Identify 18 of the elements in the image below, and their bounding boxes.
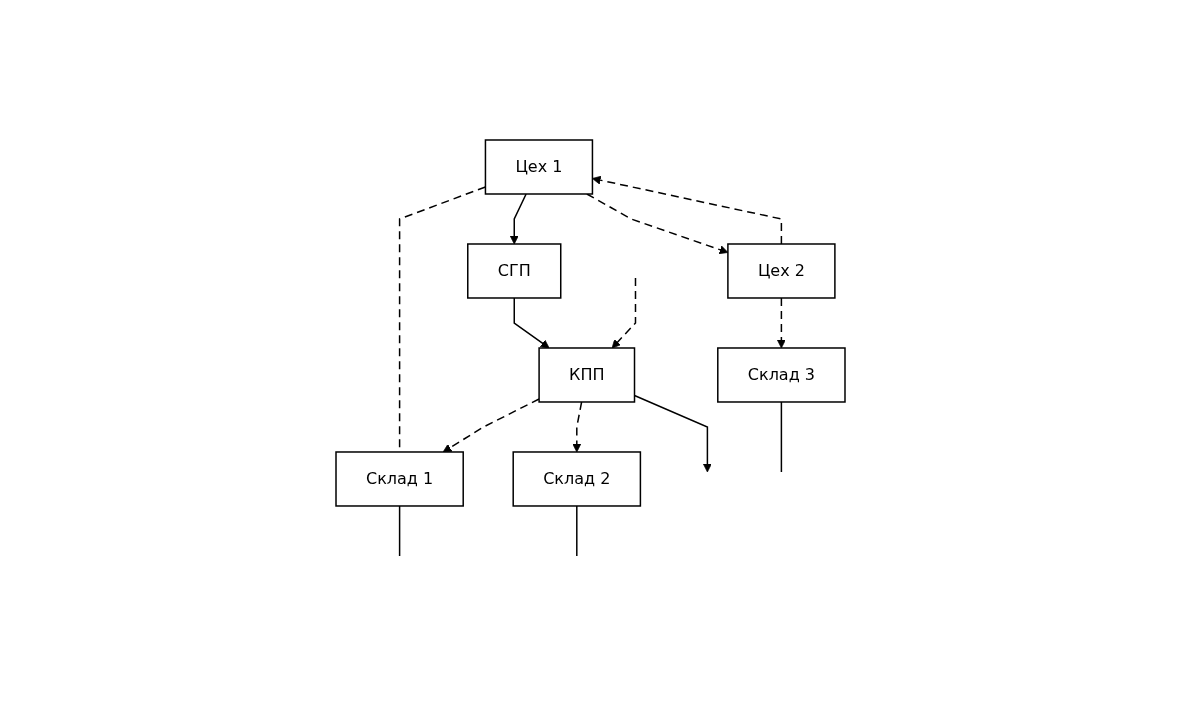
connector-line xyxy=(513,296,550,348)
connector-line xyxy=(442,397,540,452)
connector-line xyxy=(611,276,636,348)
process-box: Цех 2 xyxy=(726,242,836,299)
process-box: КПП xyxy=(537,346,635,403)
connector-line xyxy=(509,192,527,244)
process-box: Склад 1 xyxy=(334,450,464,507)
process-box: Склад 3 xyxy=(716,346,846,403)
connector-line xyxy=(398,504,400,557)
connector-line xyxy=(571,400,582,452)
connector-line xyxy=(585,192,728,254)
process-box: Склад 2 xyxy=(511,450,641,507)
connector-line xyxy=(575,504,578,557)
process-box: СГП xyxy=(466,242,561,299)
connector-line xyxy=(780,400,782,473)
process-box: Цех 1 xyxy=(484,138,593,195)
connector-line xyxy=(591,175,782,245)
connector-line xyxy=(776,296,786,348)
